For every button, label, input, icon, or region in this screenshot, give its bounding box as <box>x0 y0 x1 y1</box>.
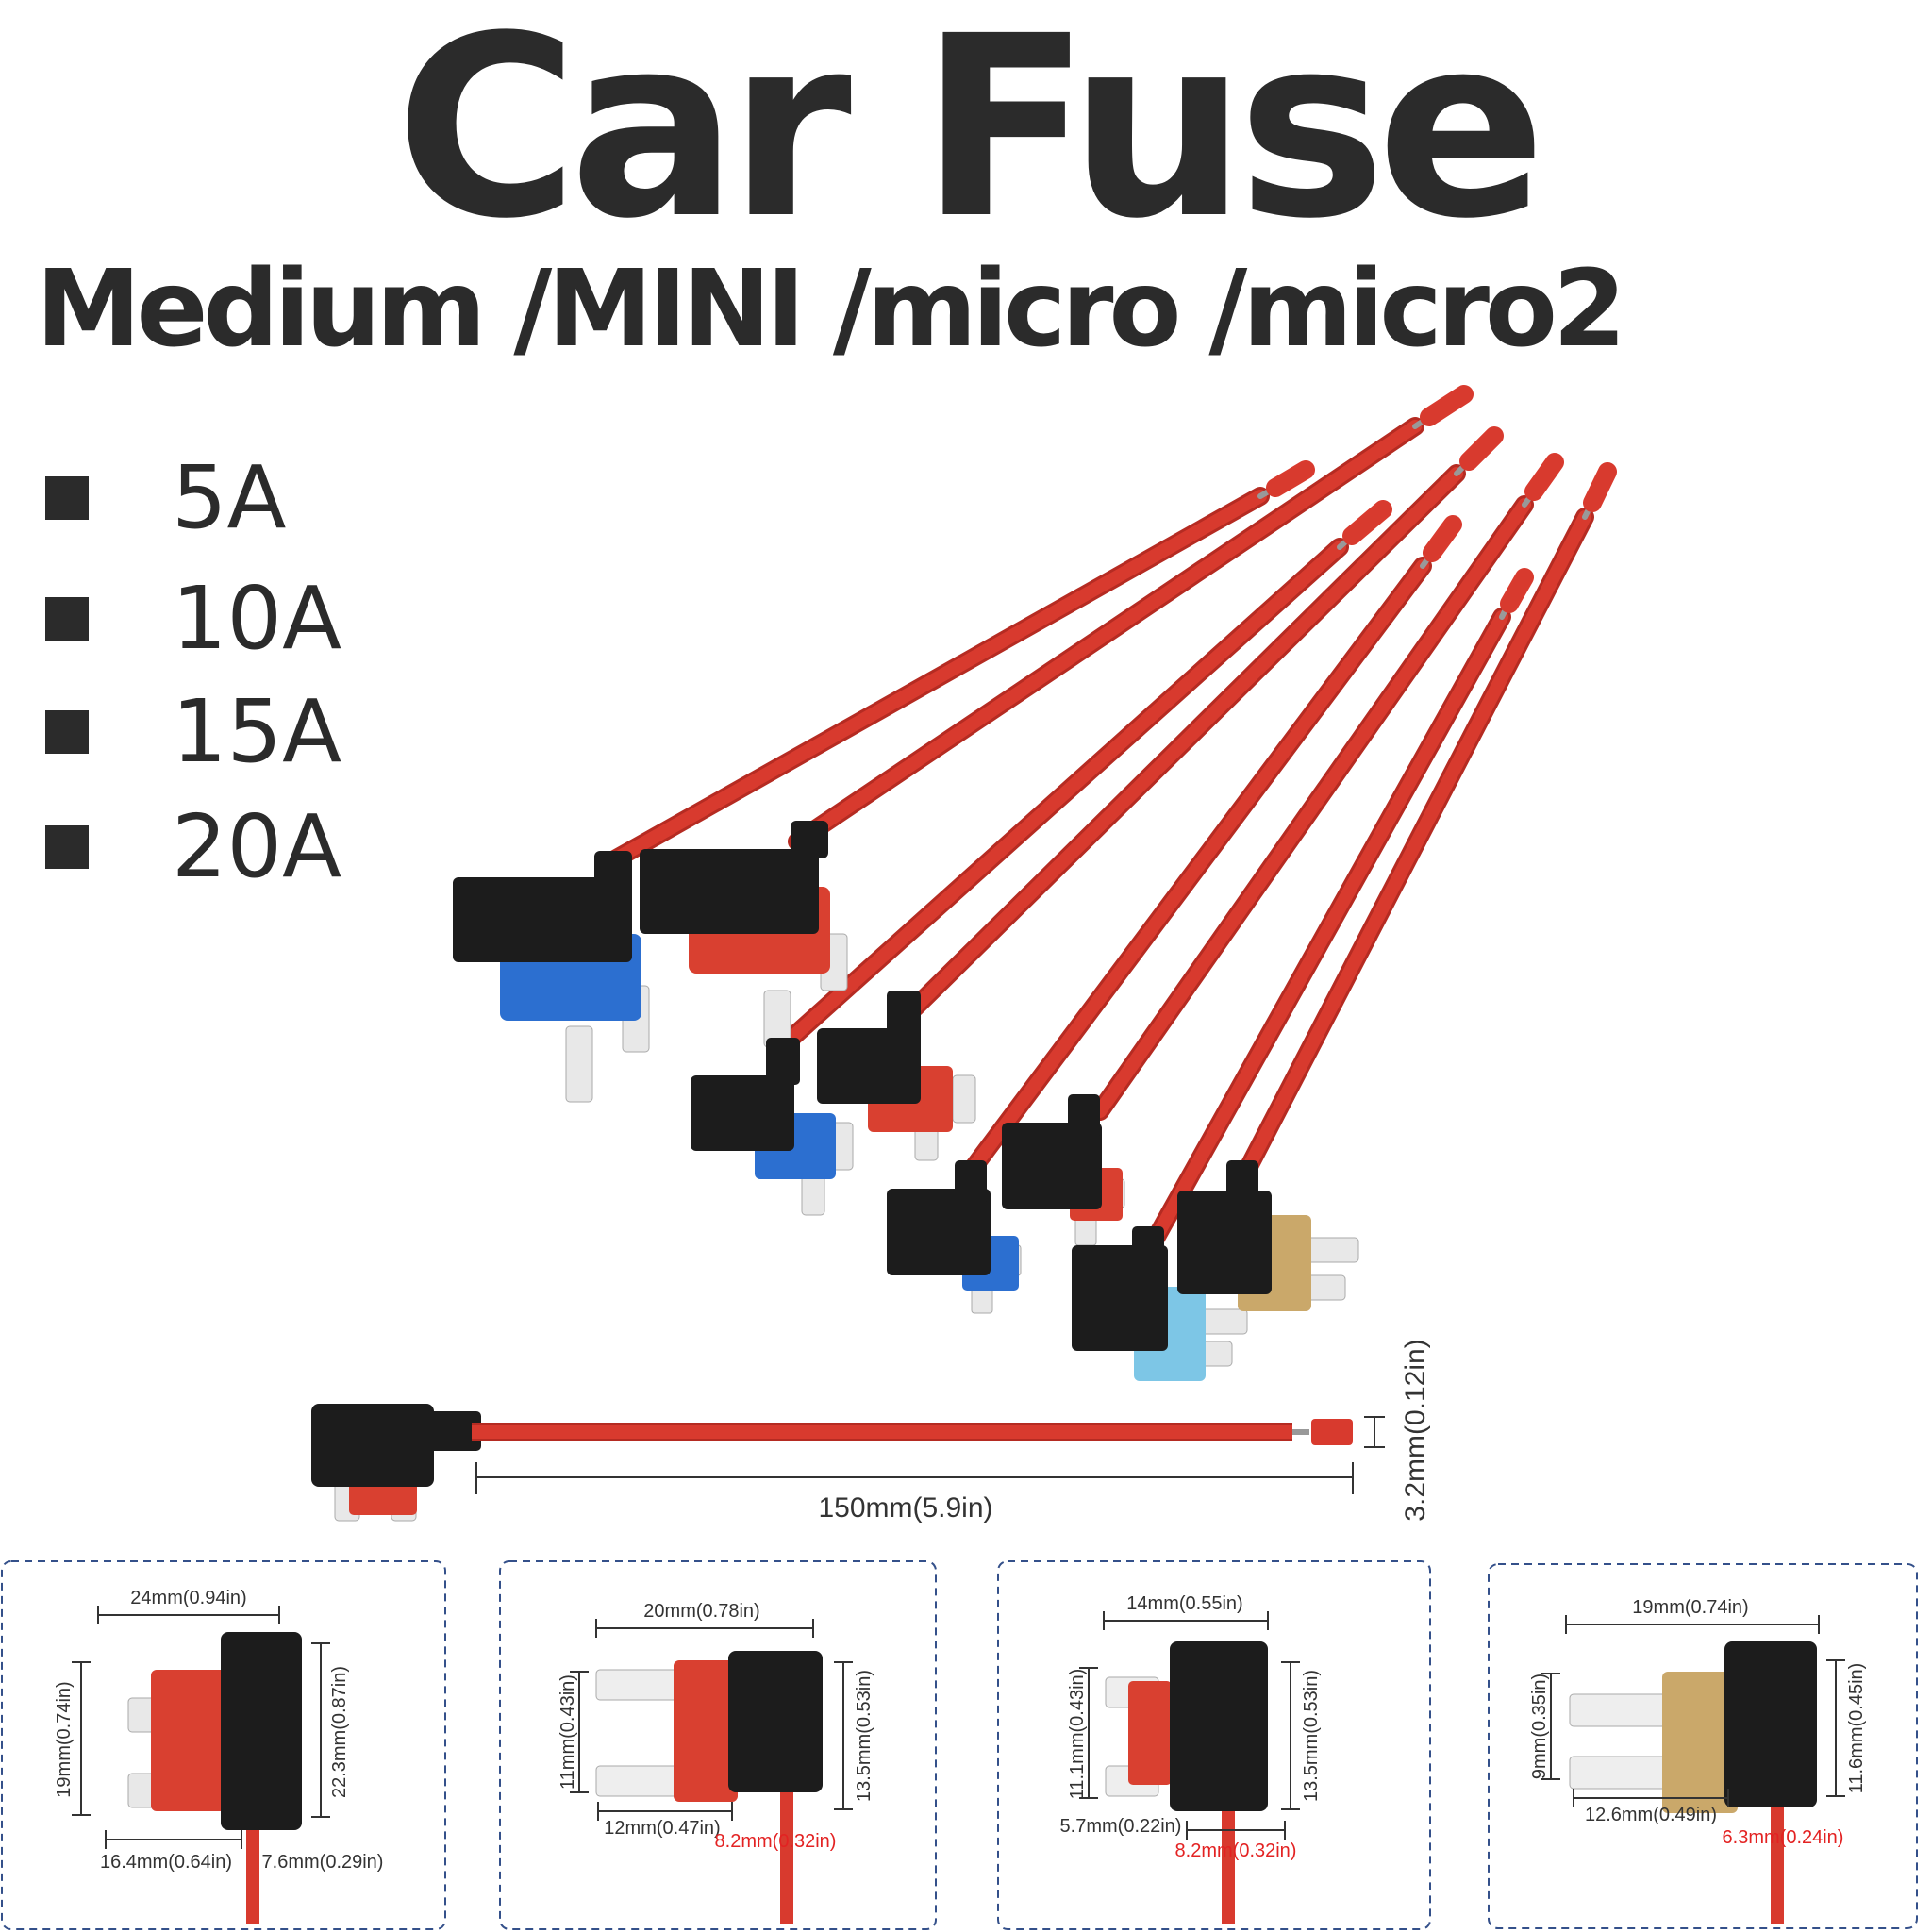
panel-mini: 20mm(0.78in) 11mm(0.43in) 13.5mm(0.53in)… <box>558 1601 874 1924</box>
panel-micro2-body: 12.6mm(0.49in) <box>1585 1805 1717 1825</box>
rating-label: 20A <box>172 796 342 897</box>
rating-label: 5A <box>172 447 287 548</box>
panel-frames <box>1 1560 1918 1930</box>
micro-fuse-tap-blue <box>887 1160 1022 1314</box>
panel-medium-width: 24mm(0.94in) <box>130 1588 246 1608</box>
panel-mini-width: 20mm(0.78in) <box>643 1601 759 1622</box>
panel-medium-height: 19mm(0.74in) <box>54 1681 75 1797</box>
rating-item-10a: 10A <box>45 575 341 662</box>
rating-item-5a: 5A <box>45 455 286 541</box>
measured-fuse-tap <box>311 1404 1353 1522</box>
panel-micro2-height: 9mm(0.35in) <box>1529 1674 1550 1779</box>
panel-micro2-width: 19mm(0.74in) <box>1632 1597 1748 1618</box>
medium-fuse-tap-red <box>640 821 848 1048</box>
panel-micro-total-height: 13.5mm(0.53in) <box>1301 1670 1322 1802</box>
bullet-square-icon <box>45 597 89 641</box>
panel-micro2-offset: 6.3mm(0.24in) <box>1723 1827 1844 1848</box>
panel-mini-total-height: 13.5mm(0.53in) <box>854 1670 874 1802</box>
bullet-square-icon <box>45 710 89 754</box>
micro2-fuse-tap-tan <box>1177 1160 1359 1311</box>
panel-micro: 14mm(0.55in) 11.1mm(0.43in) 13.5mm(0.53i… <box>1060 1593 1322 1924</box>
panel-micro-body: 5.7mm(0.22in) <box>1060 1816 1182 1837</box>
wire-bundle <box>604 385 1617 1253</box>
panel-mini-offset: 8.2mm(0.32in) <box>715 1831 837 1852</box>
medium-fuse-tap-blue <box>453 851 650 1103</box>
rating-item-15a: 15A <box>45 689 341 775</box>
length-label: 150mm(5.9in) <box>818 1492 992 1524</box>
panel-mini-height: 11mm(0.43in) <box>558 1674 578 1790</box>
panel-micro-width: 14mm(0.55in) <box>1126 1593 1242 1614</box>
panel-medium: 24mm(0.94in) 19mm(0.74in) 22.3mm(0.87in)… <box>54 1588 383 1924</box>
mini-fuse-tap-red <box>817 991 976 1161</box>
micro-fuse-tap-red <box>1002 1094 1125 1246</box>
panel-micro-offset: 8.2mm(0.32in) <box>1175 1840 1297 1861</box>
length-dimension <box>475 1416 1385 1494</box>
rating-item-20a: 20A <box>45 804 341 891</box>
fuse-types-subtitle: Medium /MINI /micro /micro2 <box>36 248 1626 371</box>
micro2-fuse-tap-light-blue <box>1072 1226 1248 1381</box>
diameter-label: 3.2mm(0.12in) <box>1400 1339 1431 1521</box>
rating-label: 10A <box>172 568 342 669</box>
panel-micro2-total-height: 11.6mm(0.45in) <box>1846 1663 1867 1794</box>
panel-mini-body: 12mm(0.47in) <box>604 1818 720 1839</box>
bullet-square-icon <box>45 825 89 869</box>
panel-micro2: 19mm(0.74in) 9mm(0.35in) 11.6mm(0.45in) … <box>1529 1597 1867 1924</box>
bullet-square-icon <box>45 476 89 520</box>
mini-fuse-tap-blue <box>691 1038 854 1216</box>
rating-label: 15A <box>172 681 342 782</box>
panel-medium-total-height: 22.3mm(0.87in) <box>329 1666 350 1798</box>
page-title: Car Fuse <box>394 0 1546 274</box>
panel-medium-offset: 7.6mm(0.29in) <box>262 1852 384 1873</box>
panel-medium-body: 16.4mm(0.64in) <box>100 1852 232 1873</box>
panel-micro-height: 11.1mm(0.43in) <box>1067 1669 1088 1800</box>
